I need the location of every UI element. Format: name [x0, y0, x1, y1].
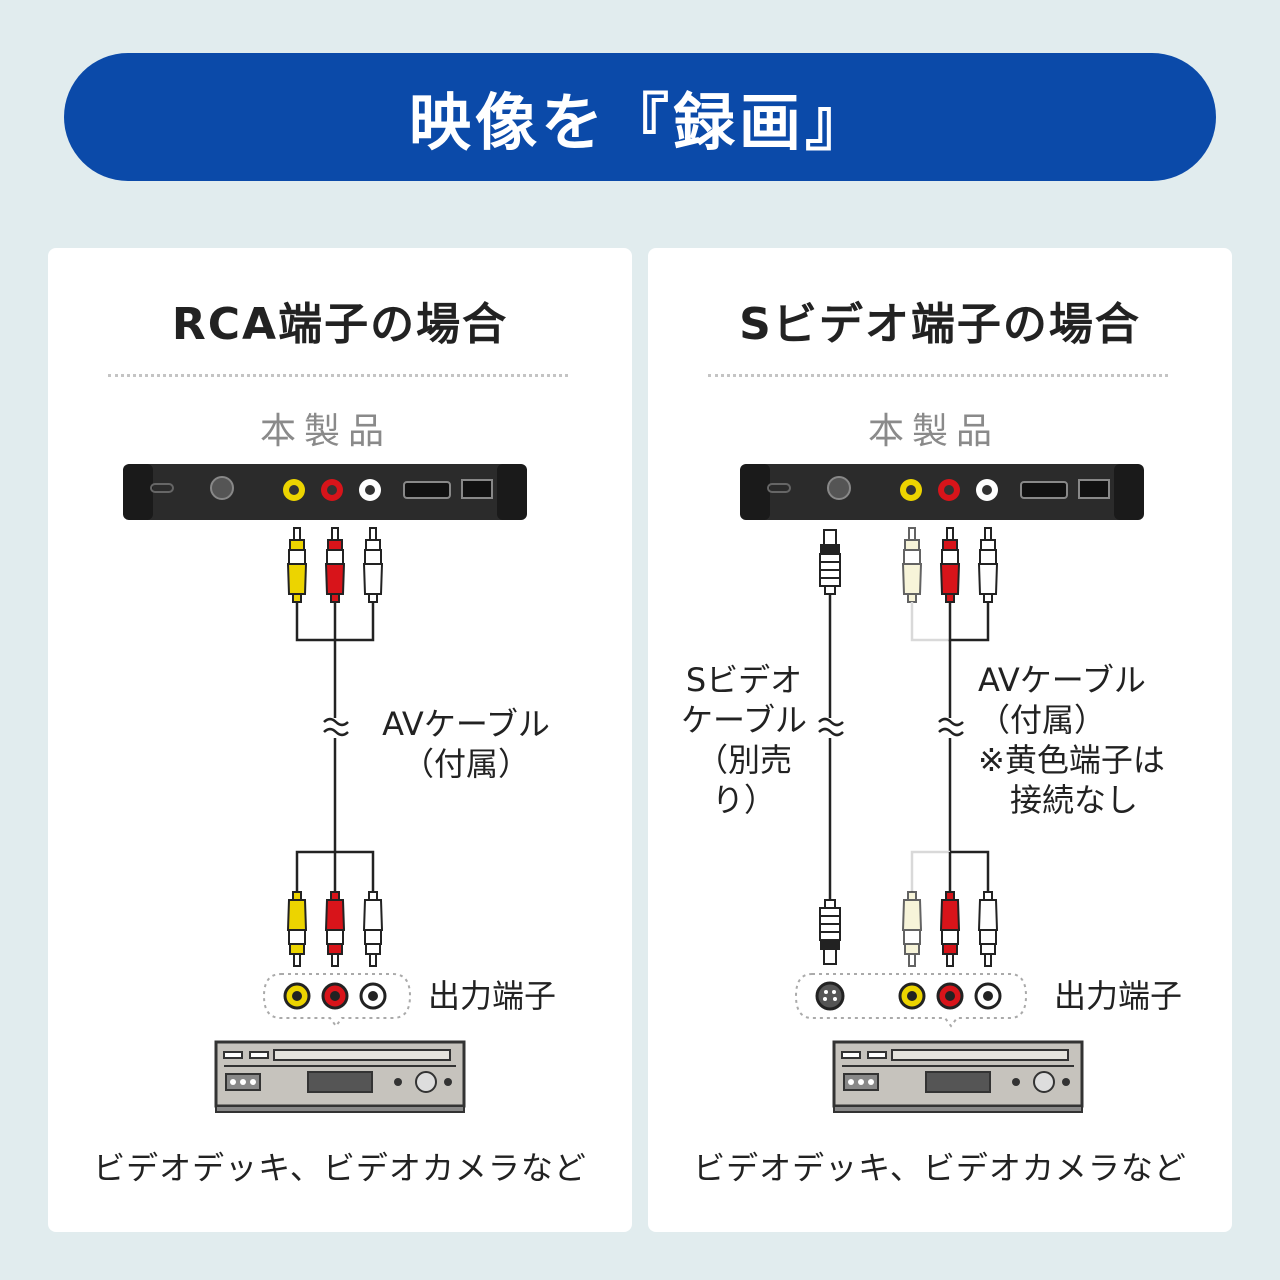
capture-device-icon — [739, 463, 1145, 521]
header-title: 映像を『録画』 — [408, 86, 871, 159]
product-label-rca: 本製品 — [259, 411, 392, 452]
rca-plug-icon — [325, 527, 345, 603]
rca-jack-icon — [974, 982, 1002, 1010]
panel-title-svideo: Sビデオ端子の場合 — [739, 299, 1141, 350]
rca-plug-icon — [287, 891, 307, 967]
cable-break-icon — [323, 717, 349, 737]
divider-rca — [108, 374, 568, 377]
rca-jack-icon — [283, 982, 311, 1010]
cable-label-rca: AVケーブル （付属） — [382, 705, 550, 783]
video-deck-icon — [214, 1040, 466, 1114]
product-label-svideo: 本製品 — [867, 411, 1000, 452]
divider-svideo — [708, 374, 1168, 377]
rca-plug-icon — [902, 527, 922, 603]
rca-jack-icon — [359, 982, 387, 1010]
cable-label-svideo: AVケーブル （付属） ※黄色端子は 接続なし — [978, 661, 1165, 819]
rca-plug-icon — [940, 891, 960, 967]
header-banner: 映像を『録画』 — [64, 53, 1216, 181]
rca-plug-icon — [363, 891, 383, 967]
output-label-svideo: 出力端子 — [1054, 977, 1183, 1015]
source-label-rca: ビデオデッキ、ビデオカメラなど — [93, 1149, 587, 1187]
panel-title-rca: RCA端子の場合 — [171, 299, 509, 350]
av-cable-icon — [295, 602, 375, 892]
svideo-plug-icon — [819, 899, 841, 965]
av-cable-icon — [828, 594, 990, 900]
rca-plug-icon — [287, 527, 307, 603]
cable-break-icon — [818, 717, 964, 737]
rca-plug-icon — [325, 891, 345, 967]
svideo-cable-label: Sビデオ ケーブル （別売り） — [680, 661, 808, 819]
rca-plug-icon — [978, 527, 998, 603]
svideo-jack-icon — [815, 981, 845, 1011]
rca-plug-icon — [902, 891, 922, 967]
rca-plug-icon — [940, 527, 960, 603]
source-label-svideo: ビデオデッキ、ビデオカメラなど — [693, 1149, 1187, 1187]
capture-device-icon — [122, 463, 528, 521]
rca-jack-icon — [321, 982, 349, 1010]
svideo-plug-icon — [819, 529, 841, 595]
rca-jack-icon — [898, 982, 926, 1010]
rca-jack-icon — [936, 982, 964, 1010]
video-deck-icon — [832, 1040, 1084, 1114]
rca-plug-icon — [978, 891, 998, 967]
output-label-rca: 出力端子 — [428, 977, 557, 1015]
rca-plug-icon — [363, 527, 383, 603]
